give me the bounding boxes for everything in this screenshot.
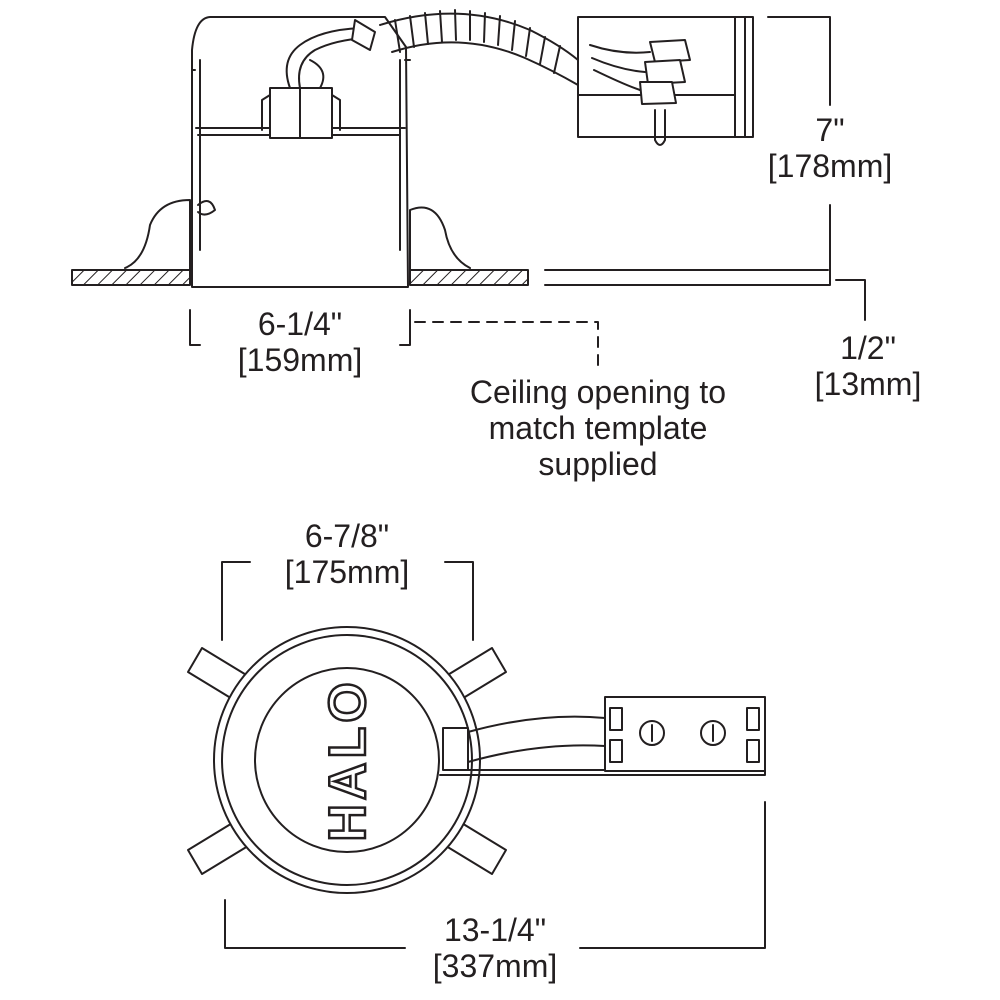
wire-nuts — [589, 39, 691, 105]
flex-conduit — [379, 9, 579, 86]
overall-length-dimension — [224, 801, 766, 949]
opening-width-label: 6-1/4" [159mm] — [200, 306, 400, 378]
note-leader — [414, 321, 599, 369]
height-dimension — [767, 16, 831, 286]
ceiling-thickness-label: 1/2" [13mm] — [788, 330, 948, 402]
diameter-inches: 6-7/8" — [304, 518, 390, 554]
overall-length-inches: 13-1/4" — [443, 912, 547, 948]
housing-outer-ring — [213, 626, 481, 894]
height-millimeters: [178mm] — [767, 148, 893, 184]
housing-body — [191, 16, 411, 288]
ceiling-thickness-dimension — [835, 279, 866, 321]
ceiling-right — [409, 269, 529, 286]
top-view — [187, 561, 766, 949]
top-junction-box — [604, 696, 766, 772]
diameter-label: 6-7/8" [175mm] — [247, 518, 447, 590]
socket-cup — [261, 87, 341, 139]
halo-logo: HALO — [319, 678, 377, 841]
mounting-arms — [187, 647, 507, 875]
mounting-clip-left — [124, 199, 191, 271]
overall-length-label: 13-1/4" [337mm] — [395, 912, 595, 984]
note-line-3: supplied — [538, 446, 658, 482]
top-conduit — [439, 715, 766, 776]
diameter-millimeters: [175mm] — [284, 554, 410, 590]
opening-width-millimeters: [159mm] — [237, 342, 363, 378]
ceiling-thickness-millimeters: [13mm] — [814, 366, 922, 402]
note-line-1: Ceiling opening to — [469, 374, 727, 410]
diameter-dimension — [221, 561, 474, 641]
socket-wires — [285, 19, 376, 89]
clip-wing — [197, 200, 216, 216]
opening-width-dimension — [189, 309, 411, 346]
housing-aperture — [254, 667, 440, 853]
side-view — [71, 9, 866, 369]
note-line-2: match template — [488, 410, 708, 446]
opening-width-inches: 6-1/4" — [257, 306, 343, 342]
mounting-clip-right — [409, 206, 471, 271]
ceiling-thickness-inches: 1/2" — [840, 330, 896, 366]
height-inches: 7" — [815, 112, 845, 148]
height-label: 7" [178mm] — [750, 112, 910, 184]
ceiling-left — [71, 269, 191, 286]
ceiling-opening-note: Ceiling opening to match template suppli… — [418, 374, 778, 482]
overall-length-millimeters: [337mm] — [432, 948, 558, 984]
